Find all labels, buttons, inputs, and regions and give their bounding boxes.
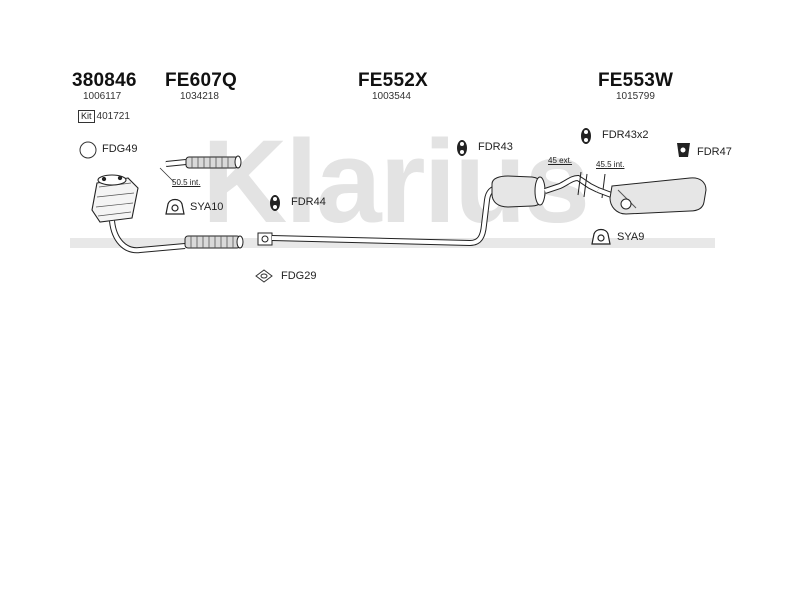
fitting-label-sya10[interactable]: SYA10 [190, 201, 224, 213]
fdr43-rubber-icon[interactable] [457, 140, 467, 156]
part-ref-380846: 1006117 [83, 91, 122, 102]
part-code-fe607q[interactable]: FE607Q [165, 70, 237, 91]
flexi-pipe-lower[interactable] [184, 235, 244, 249]
part-code-fe552x[interactable]: FE552X [358, 70, 428, 91]
sya10-clamp-icon[interactable] [165, 198, 185, 215]
fdg49-gasket-icon[interactable] [79, 141, 97, 159]
part-code-fe553w[interactable]: FE553W [598, 70, 674, 91]
fitting-label-fdr43x2[interactable]: FDR43x2 [602, 129, 649, 141]
dimension-leader-1 [159, 167, 175, 183]
rear-silencer[interactable] [596, 177, 707, 215]
fitting-label-fdr43[interactable]: FDR43 [478, 141, 513, 153]
rear-silencer-box[interactable] [609, 177, 707, 215]
fitting-label-sya9[interactable]: SYA9 [617, 231, 645, 243]
fdg29-gasket-icon[interactable] [255, 269, 273, 283]
part-code-380846[interactable]: 380846 [72, 70, 137, 91]
catalytic-converter[interactable] [91, 177, 139, 223]
fdr44-rubber-icon[interactable] [270, 195, 280, 211]
dimension-label-50-5-int: 50.5 int. [172, 178, 201, 187]
fdr43x2-rubber-icon[interactable] [581, 128, 591, 144]
sya9-clamp-icon[interactable] [591, 228, 611, 245]
flexi-pipe-upper[interactable] [165, 155, 242, 169]
fdr47-rubber-icon[interactable] [677, 143, 690, 157]
part-ref-fe552x: 1003544 [372, 91, 411, 102]
fitting-label-fdr44[interactable]: FDR44 [291, 196, 326, 208]
part-ref-fe553w: 1015799 [616, 91, 655, 102]
kit-code: 401721 [96, 111, 130, 122]
dimension-label-45-ext: 45 ext. [548, 156, 573, 165]
fitting-label-fdg29[interactable]: FDG29 [281, 270, 317, 282]
centre-pipe-silencer[interactable] [257, 174, 600, 247]
part-ref-fe607q: 1034218 [180, 91, 219, 102]
fitting-label-fdg49[interactable]: FDG49 [102, 143, 138, 155]
front-pipe-catalyst[interactable] [91, 174, 186, 254]
fitting-label-fdr47[interactable]: FDR47 [697, 146, 732, 158]
dimension-label-45-5-int: 45.5 int. [596, 160, 625, 169]
kit-label: Kit [78, 110, 95, 123]
